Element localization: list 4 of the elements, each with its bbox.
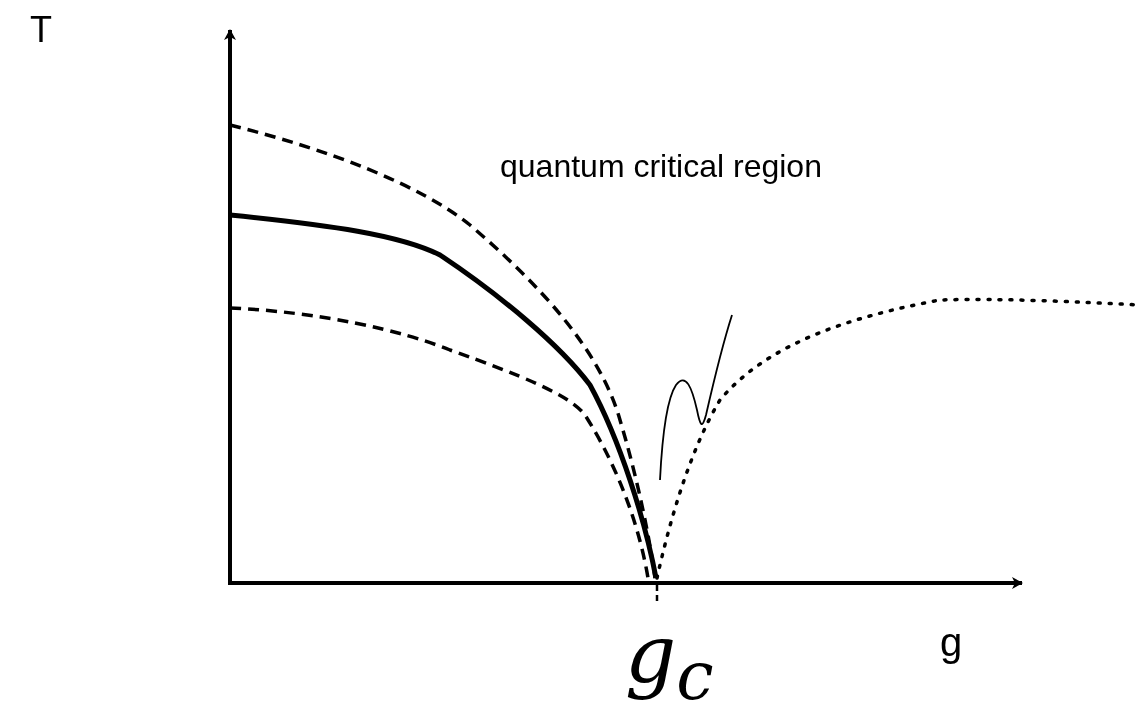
region-label: quantum critical region [500, 150, 822, 182]
axis-label: T [30, 12, 52, 48]
axis-label: g [940, 622, 963, 662]
critical-point-label: g$_{c}$ [625, 615, 714, 710]
